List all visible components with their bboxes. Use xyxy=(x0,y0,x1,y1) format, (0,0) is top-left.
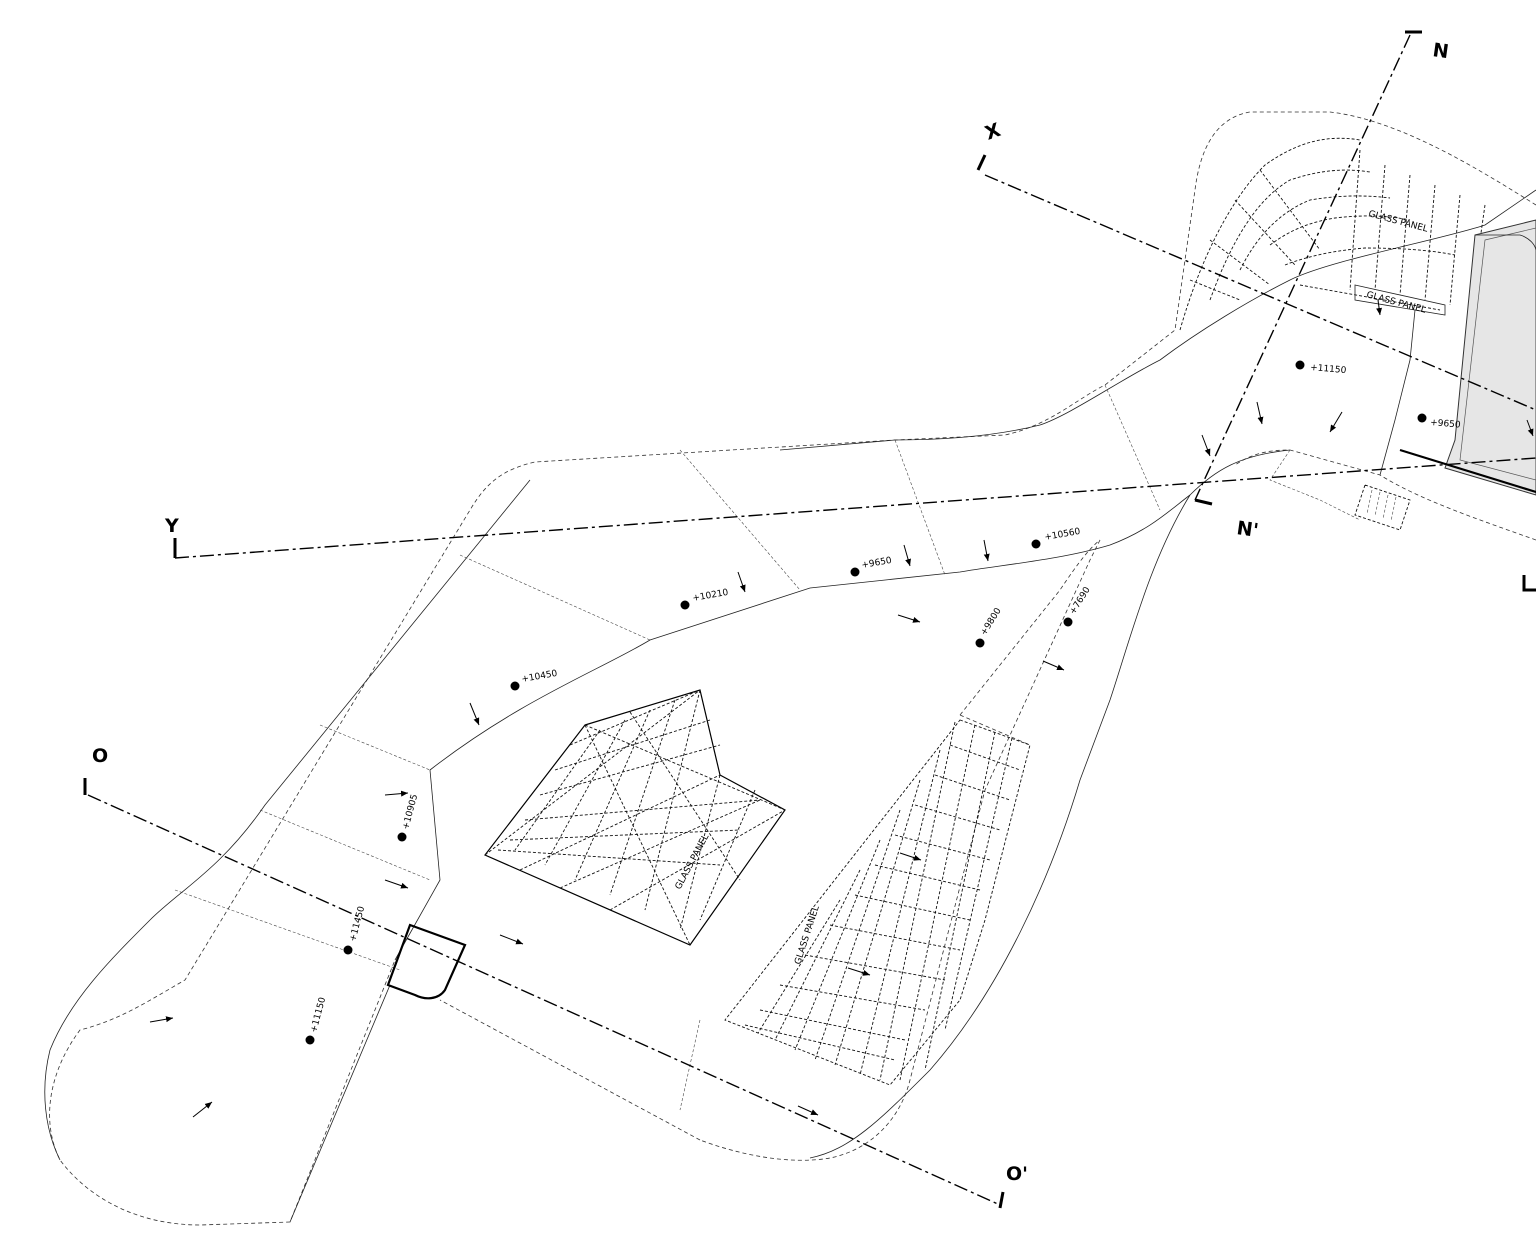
slope-arrow-icon xyxy=(897,614,921,623)
right-hatch-strip xyxy=(1399,219,1536,496)
level-marker-4: +9650 xyxy=(850,556,893,577)
level-value-6: +10450 xyxy=(521,669,559,685)
level-marker-icon xyxy=(397,832,407,842)
section-line-o xyxy=(87,794,1001,1206)
level-value-9: +10905 xyxy=(401,793,420,831)
level-value-5: +10210 xyxy=(692,588,730,604)
level-marker-8: +7690 xyxy=(1063,585,1093,627)
slope-arrow-icon xyxy=(192,1101,213,1118)
slope-arrow-icon xyxy=(1526,419,1534,437)
level-marker-icon xyxy=(1031,539,1041,549)
level-value-2: +9650 xyxy=(1430,418,1461,431)
kiosk-outline xyxy=(386,923,467,1000)
section-label-o-start: O xyxy=(92,745,108,767)
slope-arrow-icon xyxy=(1201,434,1211,457)
level-marker-7: +9800 xyxy=(975,606,1004,648)
section-line-x xyxy=(984,174,1536,411)
slope-arrow-icon xyxy=(149,1016,174,1023)
level-marker-icon xyxy=(343,945,353,955)
slope-arrow-icon xyxy=(469,702,480,726)
central-skylight xyxy=(484,689,786,946)
level-value-7: +9800 xyxy=(979,606,1004,637)
level-value-10: +11450 xyxy=(348,905,367,943)
slope-arrow-icon xyxy=(847,967,871,976)
lower-glass-grid xyxy=(724,719,1031,1086)
bay-dividers xyxy=(174,384,1361,1111)
level-marker-icon xyxy=(1295,360,1305,370)
slope-arrow-icon xyxy=(737,571,746,593)
section-label-y-start: Y xyxy=(164,515,179,537)
level-marker-icon xyxy=(1063,617,1073,627)
slope-arrow-icon xyxy=(384,879,409,889)
slope-arrow-icon xyxy=(1376,299,1383,316)
level-marker-5: +10210 xyxy=(680,588,730,610)
level-marker-icon xyxy=(975,638,985,648)
level-value-11: +11150 xyxy=(309,996,328,1034)
walkway-edges xyxy=(44,189,1536,1223)
slope-arrow-icon xyxy=(797,1105,819,1116)
level-marker-3: +10560 xyxy=(1031,527,1082,549)
slope-arrows xyxy=(149,299,1534,1118)
slope-arrow-icon xyxy=(1042,660,1065,671)
slope-arrow-icon xyxy=(499,934,524,945)
level-marker-icon xyxy=(305,1035,315,1045)
level-value-1: +11150 xyxy=(1310,363,1347,376)
stair-block xyxy=(1354,484,1411,531)
level-marker-9: +10905 xyxy=(397,793,420,842)
level-marker-icon xyxy=(510,681,520,691)
section-lines xyxy=(83,30,1536,1209)
level-value-8: +7690 xyxy=(1068,585,1093,616)
section-label-n-end: N' xyxy=(1235,517,1260,542)
level-marker-11: +11150 xyxy=(305,996,328,1045)
level-value-4: +9650 xyxy=(861,556,893,571)
level-marker-icon xyxy=(850,567,860,577)
level-marker-icon xyxy=(1417,413,1427,423)
section-label-o-end: O' xyxy=(1006,1163,1028,1185)
level-marker-10: +11450 xyxy=(343,905,367,955)
slope-arrow-icon xyxy=(1329,411,1343,433)
level-value-3: +10560 xyxy=(1044,527,1082,543)
section-line-y xyxy=(174,457,1536,559)
slope-arrow-icon xyxy=(899,852,922,861)
section-label-x-start: X xyxy=(982,119,1004,145)
building-outline xyxy=(49,111,1536,1226)
section-label-n-start: N xyxy=(1431,39,1450,63)
level-marker-6: +10450 xyxy=(510,669,559,691)
level-marker-2: +9650 xyxy=(1417,413,1461,431)
level-marker-icon xyxy=(680,600,690,610)
slope-arrow-icon xyxy=(983,539,990,562)
slope-arrow-icon xyxy=(1256,401,1264,425)
glass-panel-label-top-upper: GLASS PANEL xyxy=(1367,209,1429,234)
section-line-n xyxy=(1194,34,1411,501)
level-marker-1: +11150 xyxy=(1295,360,1347,376)
slope-arrow-icon xyxy=(903,544,911,567)
slope-arrow-icon xyxy=(384,790,409,797)
top-glass-area xyxy=(1179,137,1486,331)
